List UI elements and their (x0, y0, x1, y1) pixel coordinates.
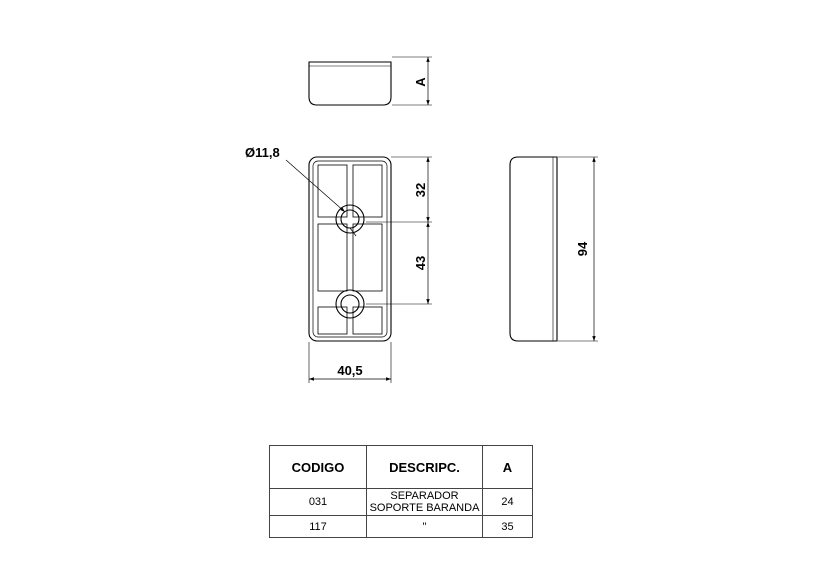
dimension-diameter-label: Ø11,8 (245, 145, 280, 160)
header-a: A (482, 445, 533, 489)
cell-a: 35 (482, 515, 533, 538)
cell-descripcion-line1: SEPARADOR (390, 490, 459, 502)
spec-table: CODIGO DESCRIPC. A 031 SEPARADOR SOPORTE… (269, 445, 533, 538)
cell-descripcion-line2: SOPORTE BARANDA (369, 502, 480, 514)
top-view (308, 56, 432, 106)
cell-descripcion: SEPARADOR SOPORTE BARANDA (366, 488, 483, 516)
table-row: 117 " 35 (269, 515, 533, 538)
header-codigo: CODIGO (269, 445, 367, 489)
diameter-leader (285, 159, 346, 213)
cell-descripcion: " (366, 515, 483, 538)
dimension-94-label: 94 (575, 241, 590, 256)
side-view (509, 156, 598, 342)
table-header-row: CODIGO DESCRIPC. A (269, 445, 533, 489)
cell-a: 24 (482, 488, 533, 516)
front-view (285, 156, 432, 383)
dimension-32-label: 32 (413, 183, 428, 197)
dimension-width-label: 40,5 (337, 363, 362, 378)
cell-codigo: 117 (269, 515, 367, 538)
cell-descripcion-line1: " (422, 520, 427, 533)
dimension-43-label: 43 (413, 256, 428, 270)
dimension-a-label: A (413, 77, 428, 87)
header-descripcion: DESCRIPC. (366, 445, 483, 489)
table-row: 031 SEPARADOR SOPORTE BARANDA 24 (269, 488, 533, 516)
cell-codigo: 031 (269, 488, 367, 516)
